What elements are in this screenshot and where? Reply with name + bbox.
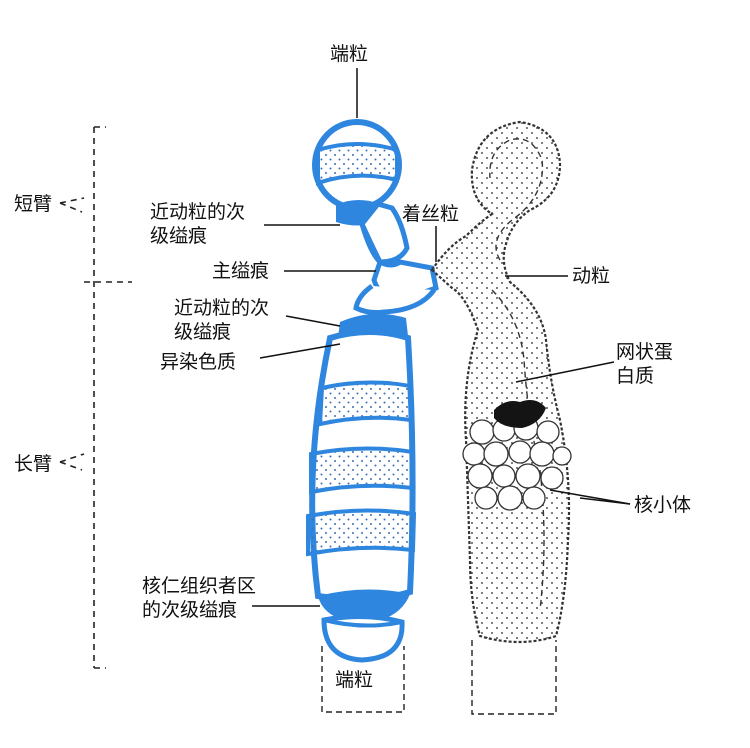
label-nucleolar-bodies: 核小体 — [634, 494, 692, 516]
label-secondary-constriction-2: 近动粒的次 级缢痕 — [174, 297, 270, 343]
leader-lines — [252, 68, 631, 607]
telomere-bottom-box — [321, 646, 405, 713]
chromatid-blue — [306, 119, 439, 663]
label-centromere: 着丝粒 — [402, 203, 460, 225]
chromatid-stippled — [430, 120, 572, 715]
label-kinetochore: 动粒 — [572, 265, 611, 287]
arm-bracket — [59, 126, 132, 669]
label-primary-constriction: 主缢痕 — [212, 260, 270, 282]
label-short-arm: 短臂 — [14, 193, 53, 215]
label-secondary-constriction-1: 近动粒的次 级缢痕 — [150, 201, 246, 247]
label-telomere-bottom: 端粒 — [335, 669, 374, 691]
label-telomere-top: 端粒 — [330, 43, 369, 65]
label-heterochromatin: 异染色质 — [160, 351, 237, 373]
label-nor-constriction: 核仁组织者区 的次级缢痕 — [142, 575, 257, 621]
label-long-arm: 长臂 — [14, 453, 53, 475]
label-reticular-protein: 网状蛋 白质 — [616, 341, 674, 387]
